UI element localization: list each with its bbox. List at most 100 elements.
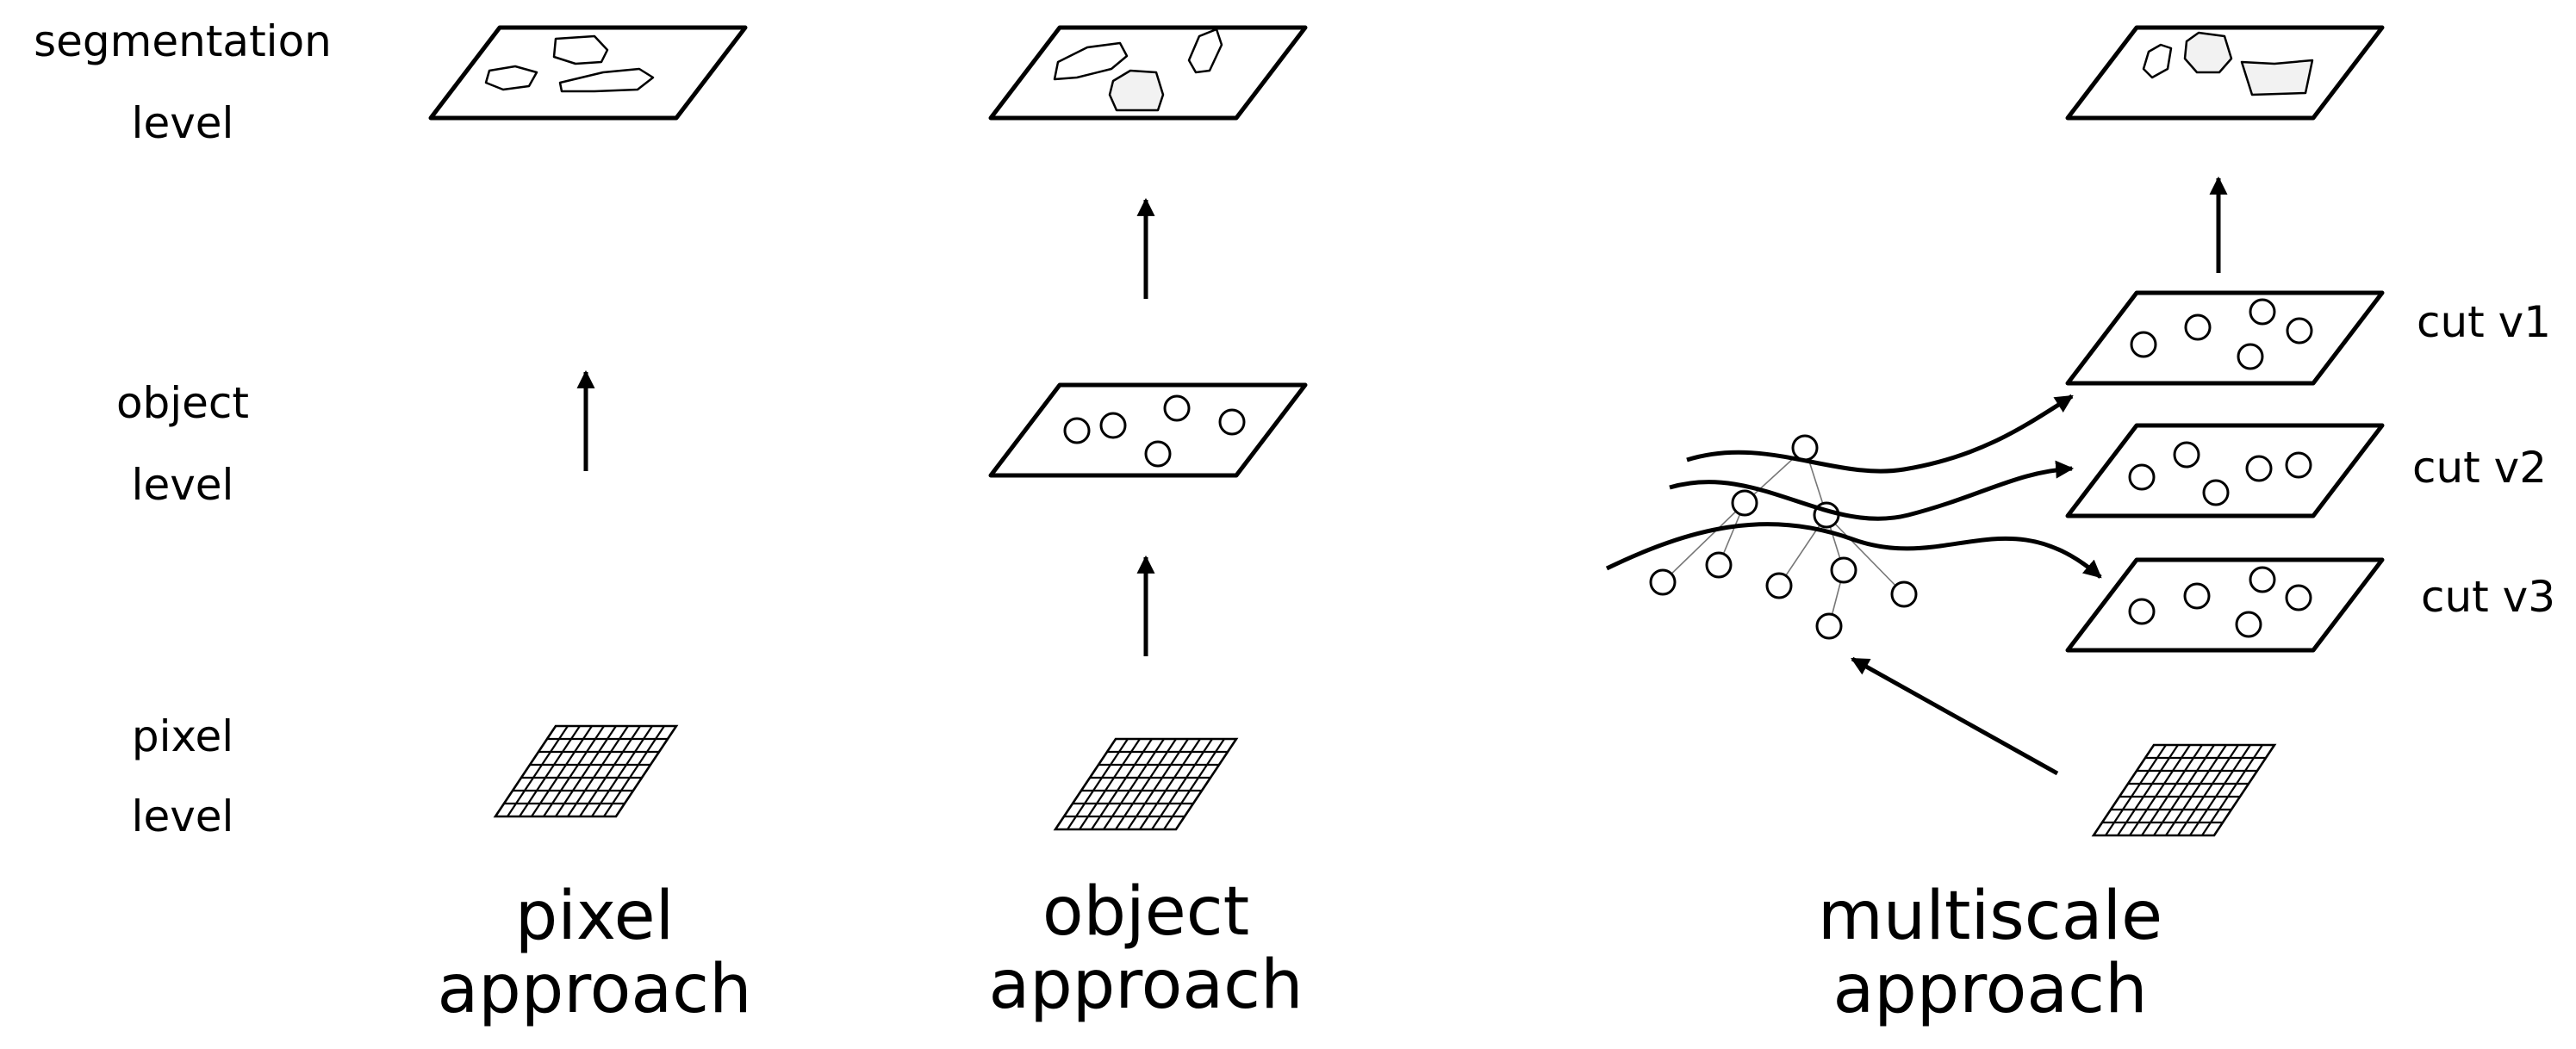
cut-v3-label: cut v3 bbox=[2421, 572, 2555, 622]
object-node bbox=[1218, 408, 1246, 436]
object-node bbox=[2245, 455, 2273, 482]
object-node bbox=[2130, 331, 2157, 358]
object-node bbox=[2202, 479, 2230, 506]
object-node bbox=[1163, 394, 1191, 422]
segment-region bbox=[1053, 41, 1129, 81]
pixel-grid-line bbox=[1139, 738, 1201, 830]
segment-region bbox=[2240, 59, 2314, 96]
multiscale-approach-caption: multiscale approach bbox=[1818, 878, 2162, 1028]
pixel-grid-line bbox=[1067, 738, 1129, 830]
cut-curves bbox=[1605, 394, 2102, 579]
multiscale-pixel-grid bbox=[2091, 743, 2277, 837]
object-node bbox=[2173, 441, 2200, 469]
object-level-line2: level bbox=[132, 460, 234, 510]
pixel-level-label: pixel level bbox=[132, 711, 234, 841]
tree-node bbox=[1791, 434, 1819, 462]
cut-v1-label: cut v1 bbox=[2417, 297, 2551, 347]
pixel-approach-segmentation-plane bbox=[428, 25, 748, 121]
cut-labels: cut v1 cut v2 cut v3 bbox=[2412, 297, 2555, 622]
object-node bbox=[2249, 298, 2276, 326]
object-node bbox=[2285, 584, 2312, 611]
pixel-grid-line bbox=[579, 725, 641, 817]
pixel-grid-line bbox=[591, 725, 653, 817]
object-node bbox=[2286, 317, 2313, 344]
pixel-grid-line bbox=[519, 725, 581, 817]
pixel-grid-line bbox=[2165, 744, 2227, 836]
segmentation-level-label: segmentation level bbox=[34, 16, 332, 148]
pixel-approach-pixel-grid bbox=[493, 724, 679, 818]
segment-region bbox=[552, 34, 609, 65]
pixel-grid-line bbox=[555, 725, 617, 817]
pixel-grid-line bbox=[2189, 744, 2251, 836]
object-approach-caption: object approach bbox=[988, 873, 1303, 1024]
pixel-level-line2: level bbox=[132, 791, 234, 841]
object-node bbox=[2184, 313, 2212, 341]
object-node bbox=[1144, 440, 1172, 468]
tree-node bbox=[1649, 568, 1677, 596]
pixel-grid-line bbox=[1103, 738, 1165, 830]
pixel-grid-line bbox=[507, 725, 569, 817]
cut-v2-curve bbox=[1669, 460, 2075, 521]
cut-v2-plane bbox=[2065, 423, 2385, 518]
tree-node bbox=[1830, 556, 1857, 584]
multiscale-arrow-grid-to-tree bbox=[1851, 656, 2059, 776]
pixel-grid-line bbox=[543, 725, 605, 817]
cut-v1-curve bbox=[1686, 394, 2074, 474]
region-hierarchy-tree bbox=[1649, 434, 1918, 640]
cut-v3-curve bbox=[1605, 522, 2102, 579]
pixel-grid-line bbox=[1115, 738, 1177, 830]
pixel-grid-line bbox=[2129, 744, 2191, 836]
pixel-grid-line bbox=[2201, 744, 2263, 836]
cut-v1-plane bbox=[2065, 290, 2385, 386]
tree-node bbox=[1815, 612, 1843, 640]
pixel-grid-line bbox=[531, 725, 593, 817]
object-approach-caption-line2: approach bbox=[988, 947, 1303, 1024]
object-node bbox=[2237, 343, 2264, 370]
object-node bbox=[2128, 598, 2156, 625]
segment-region bbox=[2142, 43, 2173, 79]
tree-node bbox=[1765, 572, 1793, 599]
segment-region bbox=[1108, 69, 1165, 112]
cut-v2-label: cut v2 bbox=[2412, 443, 2547, 493]
object-node bbox=[2285, 451, 2312, 479]
object-node bbox=[2183, 582, 2211, 610]
pixel-grid-line bbox=[1127, 738, 1189, 830]
object-node bbox=[1099, 412, 1127, 439]
object-node bbox=[1063, 417, 1091, 444]
pixel-grid-line bbox=[2153, 744, 2215, 836]
pixel-grid-line bbox=[2141, 744, 2203, 836]
pixel-grid-line bbox=[1091, 738, 1153, 830]
pixel-level-line1: pixel bbox=[132, 711, 233, 761]
pixel-grid-line bbox=[1079, 738, 1141, 830]
object-node bbox=[2235, 611, 2262, 638]
object-approach-caption-line1: object bbox=[1042, 873, 1249, 951]
tree-node bbox=[1890, 580, 1918, 608]
object-approach-object-plane bbox=[988, 382, 1308, 478]
pixel-grid-line bbox=[2177, 744, 2239, 836]
pixel-grid-line bbox=[567, 725, 629, 817]
tree-node bbox=[1731, 489, 1758, 517]
multiscale-approach-caption-line1: multiscale bbox=[1818, 878, 2162, 955]
segmentation-level-line2: level bbox=[132, 98, 234, 148]
pixel-approach-caption: pixel approach bbox=[437, 878, 751, 1028]
segment-region bbox=[2183, 31, 2233, 74]
pixel-grid-line bbox=[2117, 744, 2179, 836]
cut-v3-plane bbox=[2065, 557, 2385, 653]
object-approach-pixel-grid bbox=[1053, 737, 1239, 831]
pixel-grid-line bbox=[603, 725, 665, 817]
segment-region bbox=[1187, 28, 1223, 74]
multiscale-segmentation-plane bbox=[2065, 25, 2385, 121]
segment-region bbox=[484, 65, 538, 91]
pixel-grid-line bbox=[1151, 738, 1213, 830]
pixel-grid-line bbox=[1163, 738, 1225, 830]
object-approach-segmentation-plane bbox=[988, 25, 1308, 121]
object-level-label: object level bbox=[116, 378, 249, 510]
pixel-approach-caption-line1: pixel bbox=[515, 878, 675, 955]
pixel-grid-line bbox=[2105, 744, 2167, 836]
multiscale-approach-caption-line2: approach bbox=[1832, 951, 2147, 1028]
object-node bbox=[2128, 463, 2156, 491]
object-level-line1: object bbox=[116, 378, 249, 428]
object-node bbox=[2249, 566, 2276, 593]
segment-region bbox=[558, 67, 655, 93]
